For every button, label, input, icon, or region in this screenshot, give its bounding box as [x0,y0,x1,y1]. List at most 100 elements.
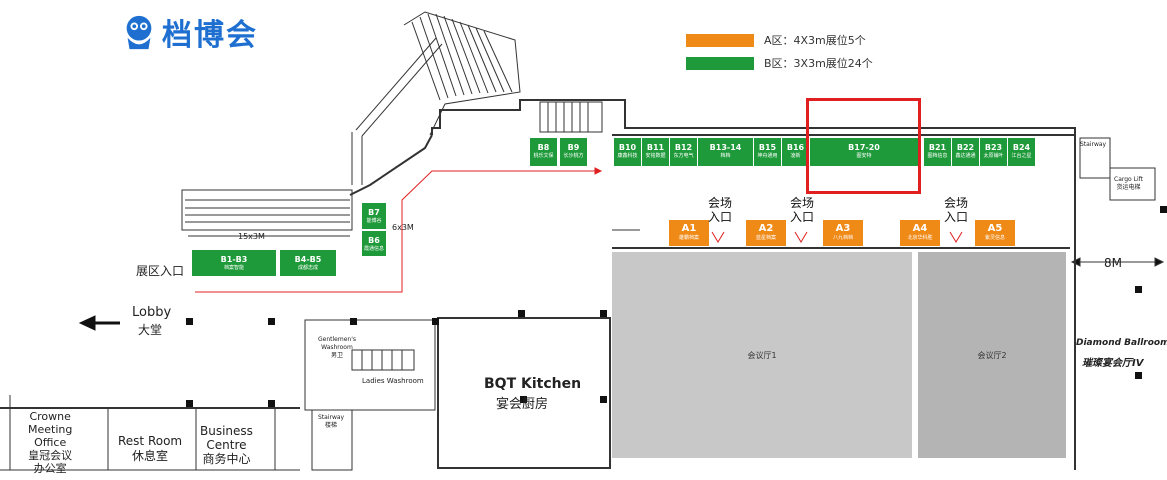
width-8m-label: 8M [1104,256,1122,270]
booth-code: B23 [984,143,1003,152]
legend-swatch-orange [686,33,754,47]
booth-code: B10 [618,143,637,152]
booth-code: B8 [537,143,550,152]
crowne-en-1: Crowne [29,410,71,423]
booth-b8[interactable]: B8 桃乐文保 [530,138,557,166]
gents-en-1: Gentlemen's [318,336,356,343]
stairway-right-label: Stairway [1080,141,1107,148]
ladies-washroom-label: Ladies Washroom [362,377,424,385]
venue-entrance-line1: 会场 [944,196,969,210]
business-cn: 商务中心 [202,452,251,466]
booth-code: B21 [928,143,947,152]
cargo-en: Cargo Lift [1114,176,1143,183]
rest-en: Rest Room [118,434,183,448]
booth-name: 凌新 [790,153,801,159]
booth-code: B9 [567,143,580,152]
booth-name: 东方电气 [673,153,694,159]
booth-name: 图安特 [856,153,872,159]
booth-b16[interactable]: B16 凌新 [782,138,809,166]
crowne-en-2: Meeting [28,423,73,436]
booth-name: 紫灵信息 [984,235,1005,241]
booth-b7[interactable]: B7 能博谷 [362,203,386,229]
meeting-hall-2: 会议厅2 [918,252,1066,458]
booth-a5[interactable]: A5 紫灵信息 [975,220,1015,246]
booth-b21[interactable]: B21 图档信息 [924,138,951,166]
booth-a3[interactable]: A3 八九档档 [823,220,863,246]
booth-a4[interactable]: A4 北京华科胜 [900,220,940,246]
lobby-label-cn: 大堂 [138,323,163,337]
booth-code: B24 [1012,143,1031,152]
booth-b6[interactable]: B6 霞通信息 [362,231,386,256]
legend-swatch-green [686,56,754,70]
crowne-cn-1: 皇冠会议 [28,449,73,462]
zone-entrance-label: 展区入口 [136,264,185,278]
side-size-label: 6x3M [392,223,414,232]
escalator-size-label: 15x3M [238,232,265,241]
booth-name: 康鑫科技 [617,153,638,159]
logo-text: 档博会 [162,18,258,53]
booth-code: A2 [758,223,774,234]
booth-name: 桃乐文保 [533,153,554,159]
business-en-2: Centre [206,438,247,452]
booth-name: 成都志成 [297,265,318,271]
booth-code: B13-14 [709,143,742,152]
legend-item-a: A区：4X3m展位5个 [686,30,873,50]
venue-entrance-line2: 入口 [944,210,969,224]
booth-code: A5 [987,223,1003,234]
booth-code: B17-20 [848,143,880,152]
gents-cn: 男卫 [330,352,343,359]
booth-name: 长沙桃方 [563,153,584,159]
booth-name: 图档信息 [927,153,948,159]
grand-staircase [351,11,521,185]
booth-code: B6 [368,236,380,245]
venue-entrance-line1: 会场 [790,196,815,210]
ballroom-label-cn: 璀璨宴会厅IV [1082,358,1144,369]
booth-name: 蓝星档案 [755,235,776,241]
booth-code: B7 [368,208,380,217]
lobby-label-en: Lobby [132,305,172,320]
ballroom-label-en: Diamond Ballroom IV [1076,338,1167,348]
booth-code: B12 [674,143,693,152]
booth-a2[interactable]: A2 蓝星档案 [746,220,786,246]
booth-b17-20[interactable]: B17-20 图安特 [810,138,918,166]
booth-code: B16 [786,143,805,152]
gents-washroom-label: Gentlemen's Washroom 男卫 [318,336,356,360]
booth-b15[interactable]: B15 坤舟通用 [754,138,781,166]
booth-b4-b5[interactable]: B4-B5 成都志成 [280,250,336,276]
booth-name: 雄霸档案 [678,235,699,241]
booth-code: A3 [835,223,851,234]
booth-b22[interactable]: B22 鑫达通通 [952,138,979,166]
booth-b23[interactable]: B23 太原铺叶 [980,138,1007,166]
booth-b1-b3[interactable]: B1-B3 档案智能 [192,250,276,276]
booth-code: A1 [681,223,697,234]
cargo-cn: 货运电梯 [1116,184,1141,191]
hall1-label: 会议厅1 [747,350,777,360]
highlight-box [806,98,921,194]
stairway-label: Stairway 楼梯 [318,414,344,430]
booth-name: 安铭数据 [645,153,666,159]
booth-name: 北京华科胜 [907,235,933,241]
meeting-hall-1: 会议厅1 [612,252,912,458]
booth-b9[interactable]: B9 长沙桃方 [560,138,587,166]
booth-a1[interactable]: A1 雄霸档案 [669,220,709,246]
booth-name: 八九档档 [832,235,853,241]
venue-entrance-3: 会场 入口 [944,196,968,224]
crowne-office-label: Crowne Meeting Office 皇冠会议 办公室 [28,410,72,475]
booth-name: 鑫达通通 [955,153,976,159]
venue-entrance-line2: 入口 [790,210,815,224]
booth-b11[interactable]: B11 安铭数据 [642,138,669,166]
business-en-1: Business [200,424,253,438]
kitchen-label-cn: 宴会厨房 [496,397,549,412]
mascot-logo-icon [126,15,152,50]
booth-b13-14[interactable]: B13-14 档档 [698,138,753,166]
booth-b10[interactable]: B10 康鑫科技 [614,138,641,166]
booth-name: 档案智能 [223,265,244,271]
booth-b24[interactable]: B24 江台之星 [1008,138,1035,166]
stairway-en: Stairway [318,414,345,421]
venue-entrance-1: 会场 入口 [708,196,732,224]
legend-item-b: B区：3X3m展位24个 [686,53,873,73]
booth-b12[interactable]: B12 东方电气 [670,138,697,166]
legend: A区：4X3m展位5个 B区：3X3m展位24个 [686,30,873,76]
venue-entrance-line1: 会场 [708,196,733,210]
